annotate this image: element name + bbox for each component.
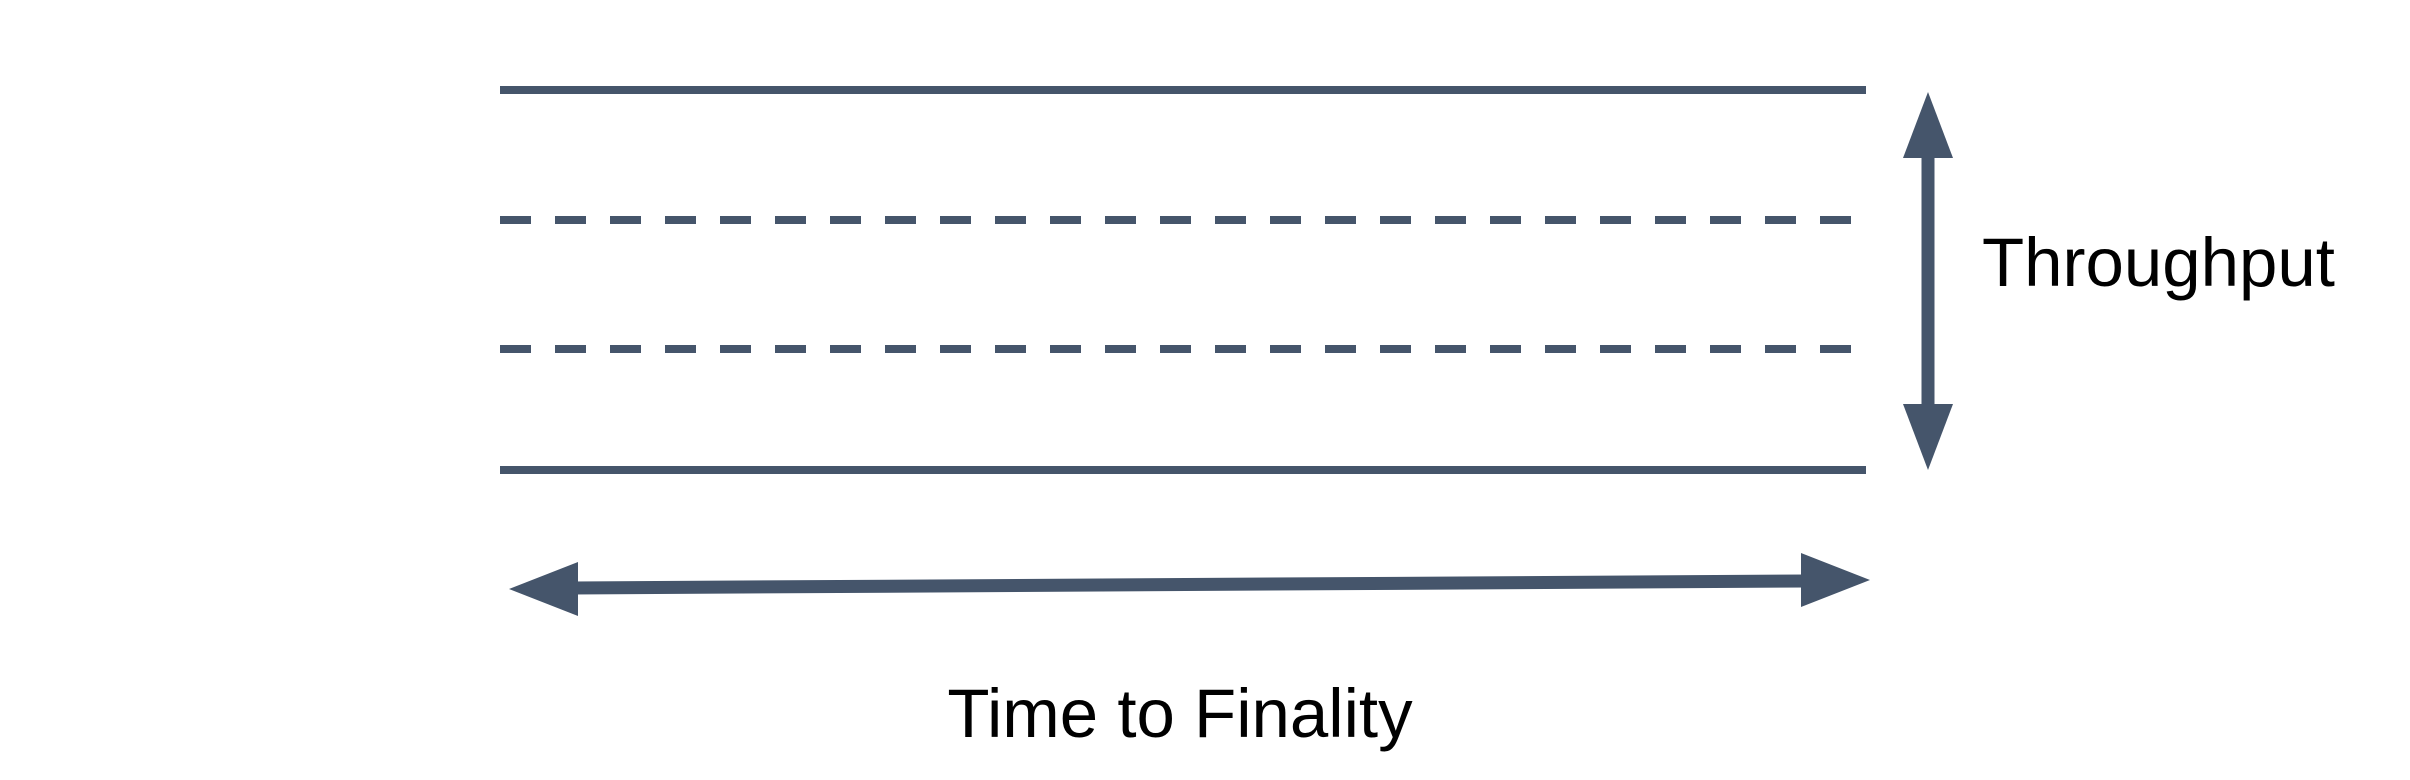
time-to-finality-arrow-shaft bbox=[571, 574, 1807, 595]
time-to-finality-label: Time to Finality bbox=[947, 675, 1413, 752]
time-to-finality-arrow-left-head-icon bbox=[509, 562, 578, 616]
throughput-arrow-up-head-icon bbox=[1903, 92, 1953, 158]
throughput-arrow bbox=[1903, 92, 1953, 470]
throughput-label: Throughput bbox=[1982, 224, 2335, 301]
throughput-arrow-down-head-icon bbox=[1903, 404, 1953, 470]
time-to-finality-arrow bbox=[509, 553, 1870, 616]
time-to-finality-arrow-right-head-icon bbox=[1801, 553, 1870, 607]
